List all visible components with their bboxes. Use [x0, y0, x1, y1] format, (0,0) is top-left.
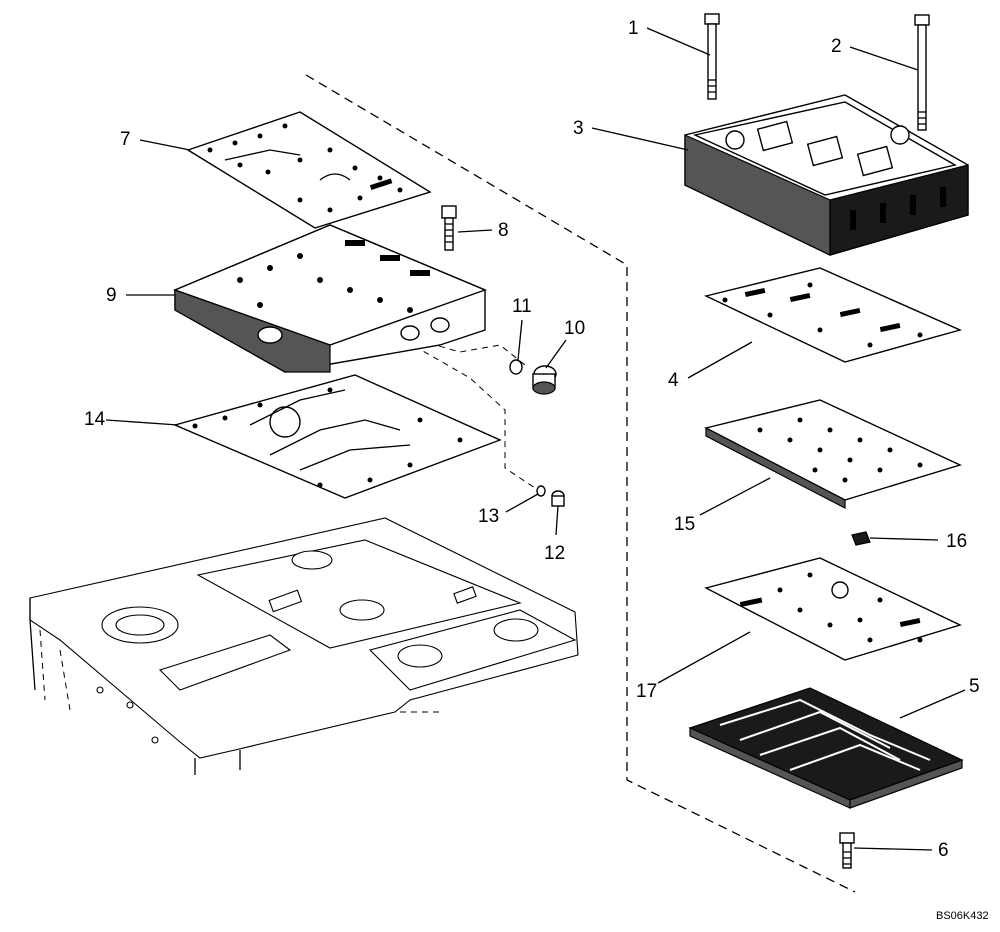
callout-7: 7	[120, 129, 131, 150]
callout-12: 12	[544, 543, 565, 564]
callout-9: 9	[106, 285, 117, 306]
part-2-bolt	[914, 14, 930, 131]
callout-4: 4	[668, 370, 679, 391]
part-9-valve-body	[173, 224, 487, 373]
callout-labels: 1 2 3 4 5 6 7 8 9 10 11 12 13 14 15 16 1…	[84, 18, 980, 861]
part-3-valve-housing	[684, 94, 969, 256]
part-14-gasket	[172, 374, 502, 499]
part-6-bolt	[839, 832, 855, 869]
assembly-guide-lines	[305, 74, 856, 893]
reference-code: BS06K432	[936, 910, 989, 922]
callout-16: 16	[946, 531, 967, 552]
callout-15: 15	[674, 514, 695, 535]
callout-leaders	[105, 27, 966, 851]
part-16-plug	[851, 531, 871, 546]
part-15-plate	[704, 399, 962, 509]
callout-11: 11	[512, 296, 532, 317]
callout-1: 1	[628, 18, 639, 39]
callout-8: 8	[498, 220, 509, 241]
part-10-plug	[532, 365, 557, 395]
callout-5: 5	[969, 676, 980, 697]
callout-17: 17	[636, 681, 657, 702]
part-11-o-ring	[509, 359, 523, 375]
part-17-gasket	[704, 557, 962, 661]
callout-13: 13	[478, 506, 499, 527]
part-4-gasket	[703, 267, 963, 363]
callout-14: 14	[84, 409, 106, 430]
part-8-bolt	[441, 205, 457, 251]
transmission-housing	[29, 517, 579, 775]
part-7-gasket	[186, 111, 432, 229]
part-1-bolt	[704, 13, 720, 100]
part-5-valve-plate	[688, 687, 964, 809]
callout-2: 2	[831, 36, 842, 57]
part-12-plug	[551, 490, 565, 507]
callout-6: 6	[938, 840, 949, 861]
callout-10: 10	[564, 318, 585, 339]
callout-3: 3	[573, 118, 584, 139]
part-13-o-ring	[536, 485, 546, 497]
